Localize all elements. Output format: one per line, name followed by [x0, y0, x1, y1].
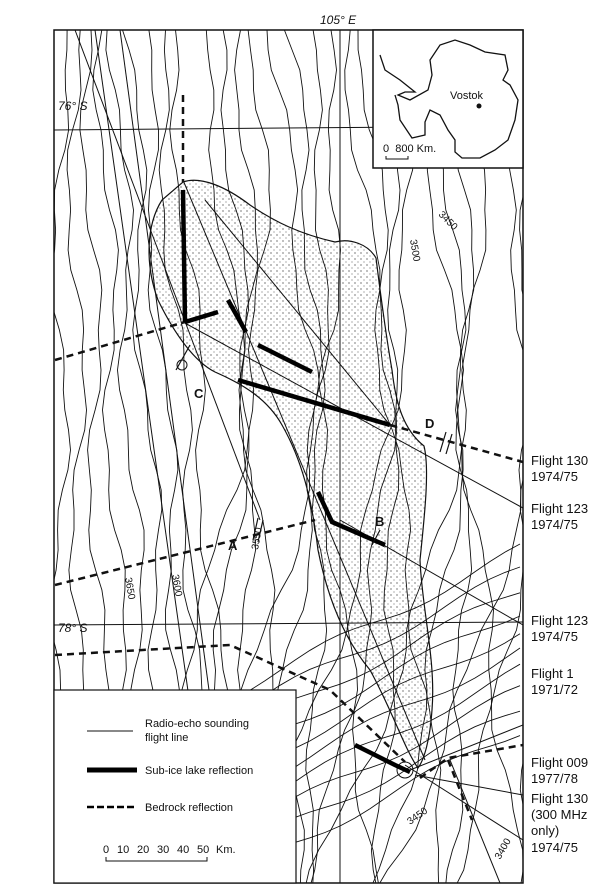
flight-label: Flight 009 — [531, 755, 588, 770]
point-a: A — [228, 538, 238, 553]
scale-tick: 0 — [103, 844, 109, 856]
flight-label: only) — [531, 823, 559, 838]
scale-tick: 10 — [117, 844, 129, 856]
contour-label: 3450 — [436, 209, 460, 233]
contour-label: 3650 — [122, 577, 137, 601]
flight-label: 1974/75 — [531, 469, 578, 484]
flight-label: Flight 123 — [531, 613, 588, 628]
lat-label-76: 76° S — [58, 99, 87, 113]
flight-label: Flight 130 — [531, 791, 588, 806]
point-d: D — [425, 416, 434, 431]
antarctica-inset: Vostok 0 800 Km. — [372, 29, 524, 169]
legend-bedrock: Bedrock reflection — [145, 802, 233, 814]
scale-bar: 0 10 20 30 40 50 Km. — [103, 844, 236, 862]
point-c: C — [194, 386, 204, 401]
meridian-label: 105° E — [320, 13, 357, 27]
scale-tick: 40 — [177, 844, 189, 856]
flight-label: 1971/72 — [531, 682, 578, 697]
scale-tick: 30 — [157, 844, 169, 856]
contour-line — [417, 30, 523, 883]
point-b: B — [375, 514, 384, 529]
flight-label: Flight 123 — [531, 501, 588, 516]
lat-label-78: 78° S — [58, 621, 87, 635]
sub-ice-lake — [148, 179, 434, 770]
contour-line — [438, 30, 473, 883]
flight-label: 1974/75 — [531, 629, 578, 644]
contour-label: 3600 — [169, 574, 184, 598]
legend: Radio-echo sounding flight line Sub-ice … — [53, 689, 297, 884]
contour-label: 3550 — [250, 526, 265, 550]
bedrock-reflections — [54, 95, 523, 821]
antarctica-outline-icon — [379, 39, 519, 159]
legend-flight-line: flight line — [145, 732, 188, 744]
scale-tick: 50 — [197, 844, 209, 856]
legend-lake: Sub-ice lake reflection — [145, 765, 253, 777]
contour-line — [456, 30, 523, 883]
scale-tick: 20 — [137, 844, 149, 856]
flight-label: Flight 1 — [531, 666, 574, 681]
flight-label: 1974/75 — [531, 517, 578, 532]
contour-label: 3400 — [493, 836, 514, 861]
flight-labels: Flight 130 1974/75 Flight 123 1974/75 Fl… — [531, 453, 588, 855]
inset-scale-label: 0 800 Km. — [383, 143, 436, 155]
contour-label: 3500 — [407, 239, 422, 263]
contour-line — [305, 30, 487, 883]
flight-label: Flight 130 — [531, 453, 588, 468]
scale-unit: Km. — [216, 844, 236, 856]
flight-label: 1974/75 — [531, 840, 578, 855]
legend-flight-line: Radio-echo sounding — [145, 718, 249, 730]
vostok-label: Vostok — [450, 90, 484, 102]
flight-label: 1977/78 — [531, 771, 578, 786]
lake-reflections — [180, 189, 411, 775]
contour-line — [481, 30, 523, 352]
flight-label: (300 MHz — [531, 807, 587, 822]
